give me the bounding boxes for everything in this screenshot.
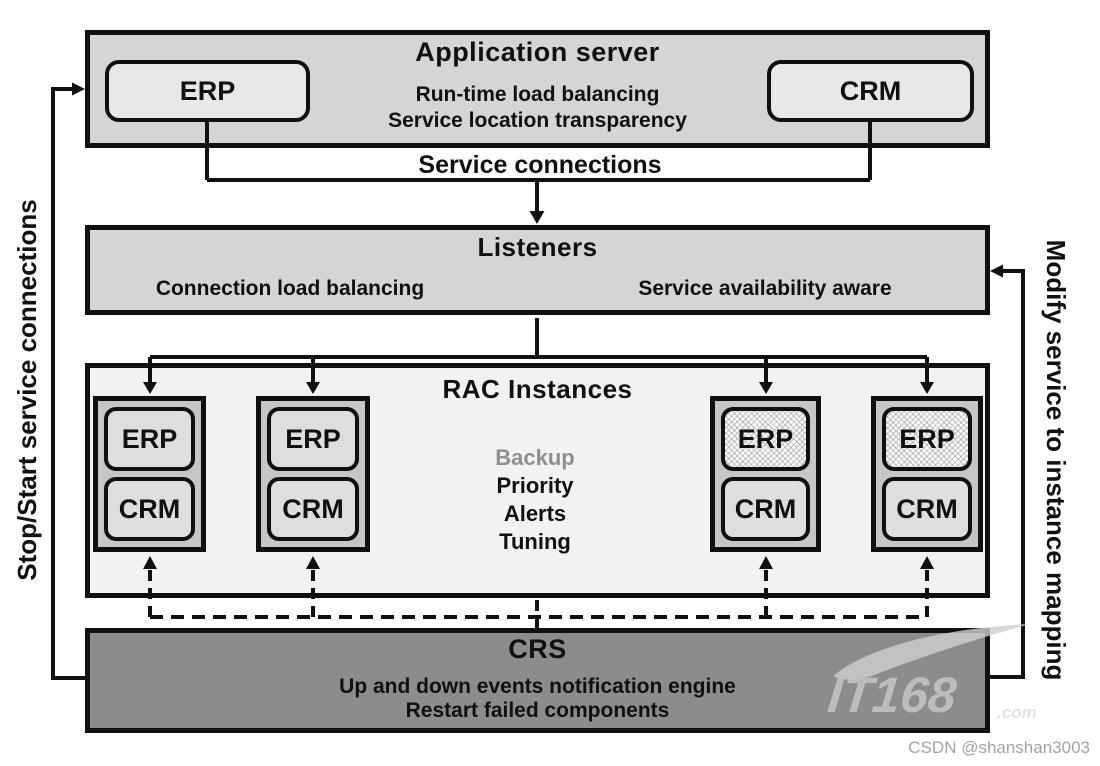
instance-1-erp-label: ERP (121, 423, 178, 454)
csdn-credit: CSDN @shanshan3003 (908, 738, 1090, 757)
crs-subtitle-1: Up and down events notification engine (339, 675, 736, 698)
watermark-suffix: .com (997, 703, 1037, 722)
application-server-title: Application server (415, 37, 660, 67)
instance-4-erp-label: ERP (899, 423, 955, 454)
rac-instance-4: ERP CRM (871, 396, 983, 552)
instance-1-crm-box: CRM (104, 477, 195, 541)
instance-2-erp-box: ERP (267, 407, 359, 471)
rac-instance-3: ERP CRM (710, 396, 821, 552)
instance-2-crm-box: CRM (267, 477, 359, 541)
listeners-feature-left: Connection load balancing (155, 277, 425, 300)
modify-service-mapping-label: Modify service to instance mapping (1041, 239, 1071, 681)
instance-3-crm-box: CRM (721, 477, 810, 541)
instance-4-crm-label: CRM (896, 493, 958, 524)
instance-2-erp-label: ERP (285, 423, 341, 454)
rac-instance-1: ERP CRM (93, 396, 206, 552)
service-connections-label: Service connections (418, 151, 662, 179)
application-server-box: Application server Run-time load balanci… (85, 30, 990, 148)
erp-service-label: ERP (179, 75, 236, 106)
instance-3-erp-box: ERP (721, 407, 810, 471)
instance-1-crm-label: CRM (118, 493, 181, 524)
arrow-into-app-server (72, 82, 85, 96)
arrow-into-listeners-top (529, 211, 545, 224)
crm-service-label: CRM (839, 75, 902, 106)
arrow-into-listeners-right (990, 264, 1003, 278)
crs-box: CRS Up and down events notification engi… (85, 628, 990, 733)
rac-feature-backup: Backup (495, 445, 575, 470)
rac-feature-list: Backup Priority Alerts Tuning (335, 444, 735, 556)
listeners-feature-right: Service availability aware (638, 277, 892, 300)
rac-instances-box: RAC Instances ERP CRM ERP CRM ERP CRM (85, 363, 990, 598)
crs-subtitle-2: Restart failed components (405, 699, 670, 722)
listeners-box: Listeners Connection load balancing Serv… (85, 225, 990, 315)
crm-service-box: CRM (767, 60, 974, 122)
listeners-title: Listeners (477, 232, 598, 262)
rac-feature-tuning: Tuning (499, 529, 571, 554)
rac-instance-2: ERP CRM (256, 396, 370, 552)
instance-2-crm-label: CRM (282, 493, 344, 524)
instance-4-erp-box: ERP (882, 407, 972, 471)
erp-service-box: ERP (105, 60, 310, 122)
rac-instances-title: RAC Instances (442, 374, 633, 404)
rac-feature-priority: Priority (496, 473, 574, 498)
modify-service-connector-line (990, 264, 1025, 679)
instance-3-erp-label: ERP (737, 423, 794, 454)
stop-start-service-connections-label: Stop/Start service connections (12, 199, 42, 581)
crs-title: CRS (508, 634, 567, 664)
instance-4-crm-box: CRM (882, 477, 972, 541)
instance-1-erp-box: ERP (104, 407, 195, 471)
instance-3-crm-label: CRM (734, 493, 797, 524)
app-server-subtitle-1: Run-time load balancing (415, 83, 660, 106)
stop-start-connector-line (51, 82, 85, 680)
rac-feature-alerts: Alerts (503, 501, 567, 526)
